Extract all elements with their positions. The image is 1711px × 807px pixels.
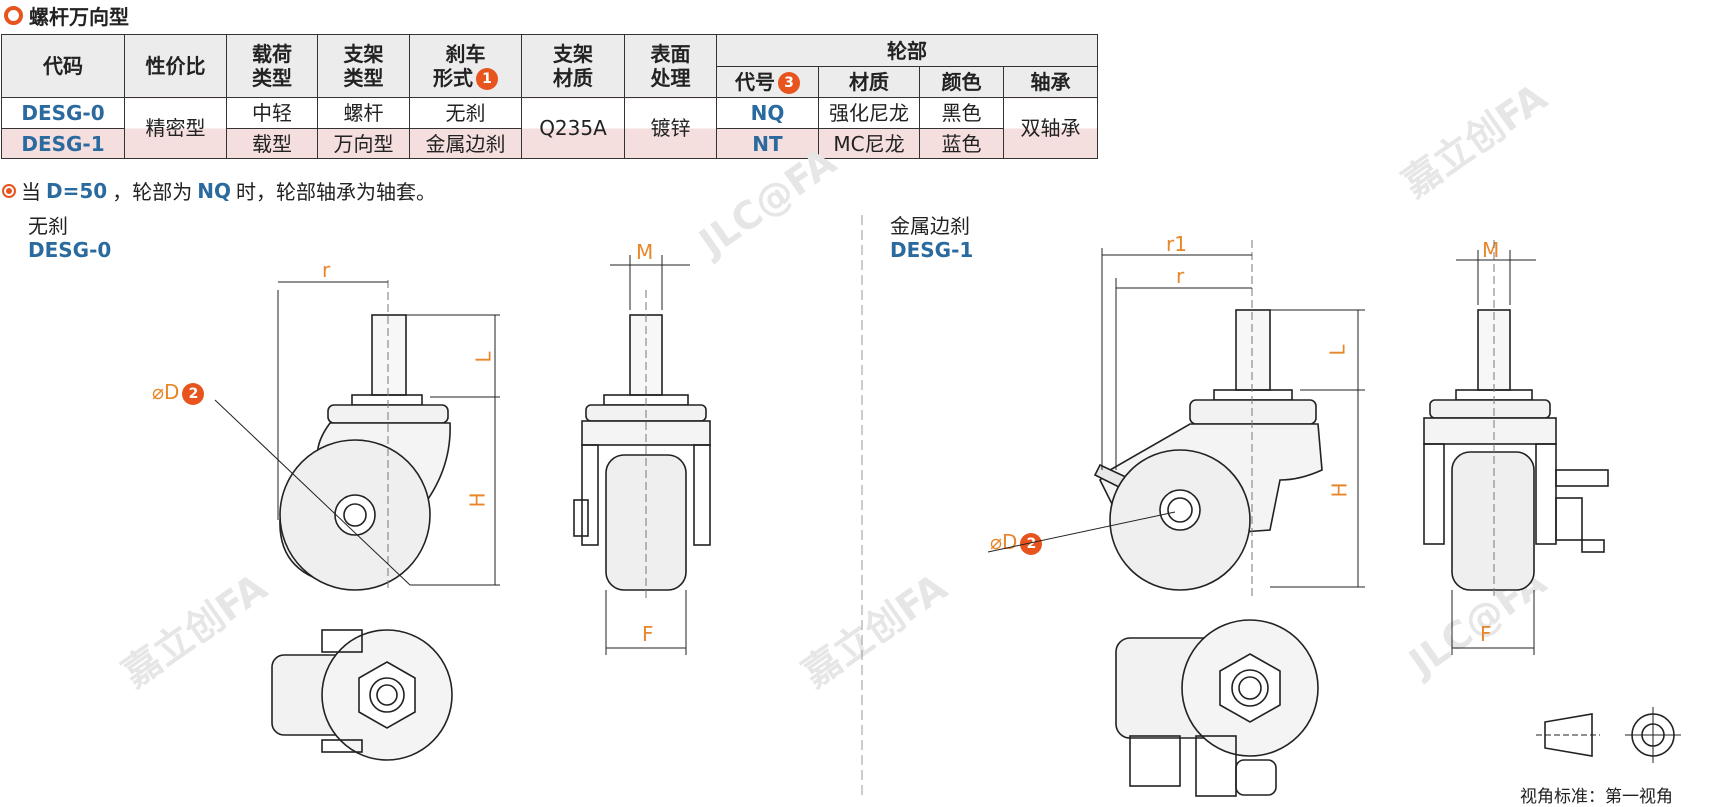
- page-title: 螺杆万向型: [29, 4, 129, 29]
- cell-wheel-color: 蓝色: [919, 128, 1004, 159]
- cell-wheel-material: MC尼龙: [818, 128, 920, 159]
- dim-m-left: M: [636, 240, 654, 264]
- first-angle-projection-icon: [1536, 707, 1681, 763]
- dim-r-left: r: [322, 258, 331, 282]
- cell-bracket: 万向型: [317, 128, 410, 159]
- circle-bullet-icon: [4, 5, 23, 25]
- header-code: 代码: [1, 34, 125, 98]
- left-front-view: [573, 255, 711, 655]
- note-badge-2: 2: [182, 382, 205, 405]
- left-drawing-code: DESG-0: [28, 238, 112, 262]
- right-top-view: [1115, 619, 1319, 797]
- cell-bearing: 双轴承: [1003, 97, 1098, 159]
- row-code: DESG-1: [1, 128, 125, 159]
- cell-load: 载型: [226, 128, 318, 159]
- left-drawing-label: 无刹: [28, 214, 68, 238]
- note-bullet-icon: [2, 183, 16, 198]
- right-front-view: [1423, 240, 1609, 655]
- dim-f-left: F: [642, 622, 654, 646]
- header-wheel-material: 材质: [818, 66, 920, 98]
- note-badge-3: 3: [778, 72, 800, 95]
- cell-wheel-material: 强化尼龙: [818, 97, 920, 129]
- cell-brake: 金属边刹: [409, 128, 522, 159]
- header-material: 支架材质: [521, 34, 625, 98]
- header-wheel: 轮部: [716, 34, 1098, 67]
- cell-surface: 镀锌: [624, 97, 717, 159]
- dim-r1-right: r1: [1166, 232, 1187, 256]
- cell-load: 中轻: [226, 97, 318, 129]
- cell-cost: 精密型: [124, 97, 227, 159]
- cell-wheel-code: NQ: [716, 97, 819, 129]
- left-side-view: [214, 280, 500, 591]
- header-bracket: 支架类型: [317, 34, 410, 98]
- right-drawing-label: 金属边刹: [890, 214, 970, 238]
- dim-r-right: r: [1176, 264, 1185, 288]
- dim-m-right: M: [1482, 238, 1500, 262]
- view-standard-label: 视角标准：第一视角: [1520, 787, 1673, 807]
- row-code: DESG-0: [1, 97, 125, 129]
- note-badge-1: 1: [476, 68, 498, 91]
- dim-f-right: F: [1480, 622, 1492, 646]
- note-badge-2: 2: [1020, 532, 1043, 555]
- cell-bracket: 螺杆: [317, 97, 410, 129]
- right-drawing-code: DESG-1: [890, 238, 974, 262]
- right-side-view: [987, 240, 1365, 600]
- header-wheel-color: 颜色: [919, 66, 1004, 98]
- cell-brake: 无刹: [409, 97, 522, 129]
- header-cost: 性价比: [124, 34, 227, 98]
- cell-material: Q235A: [521, 97, 625, 159]
- section-title: 螺杆万向型: [4, 2, 129, 29]
- left-top-view: [271, 629, 453, 761]
